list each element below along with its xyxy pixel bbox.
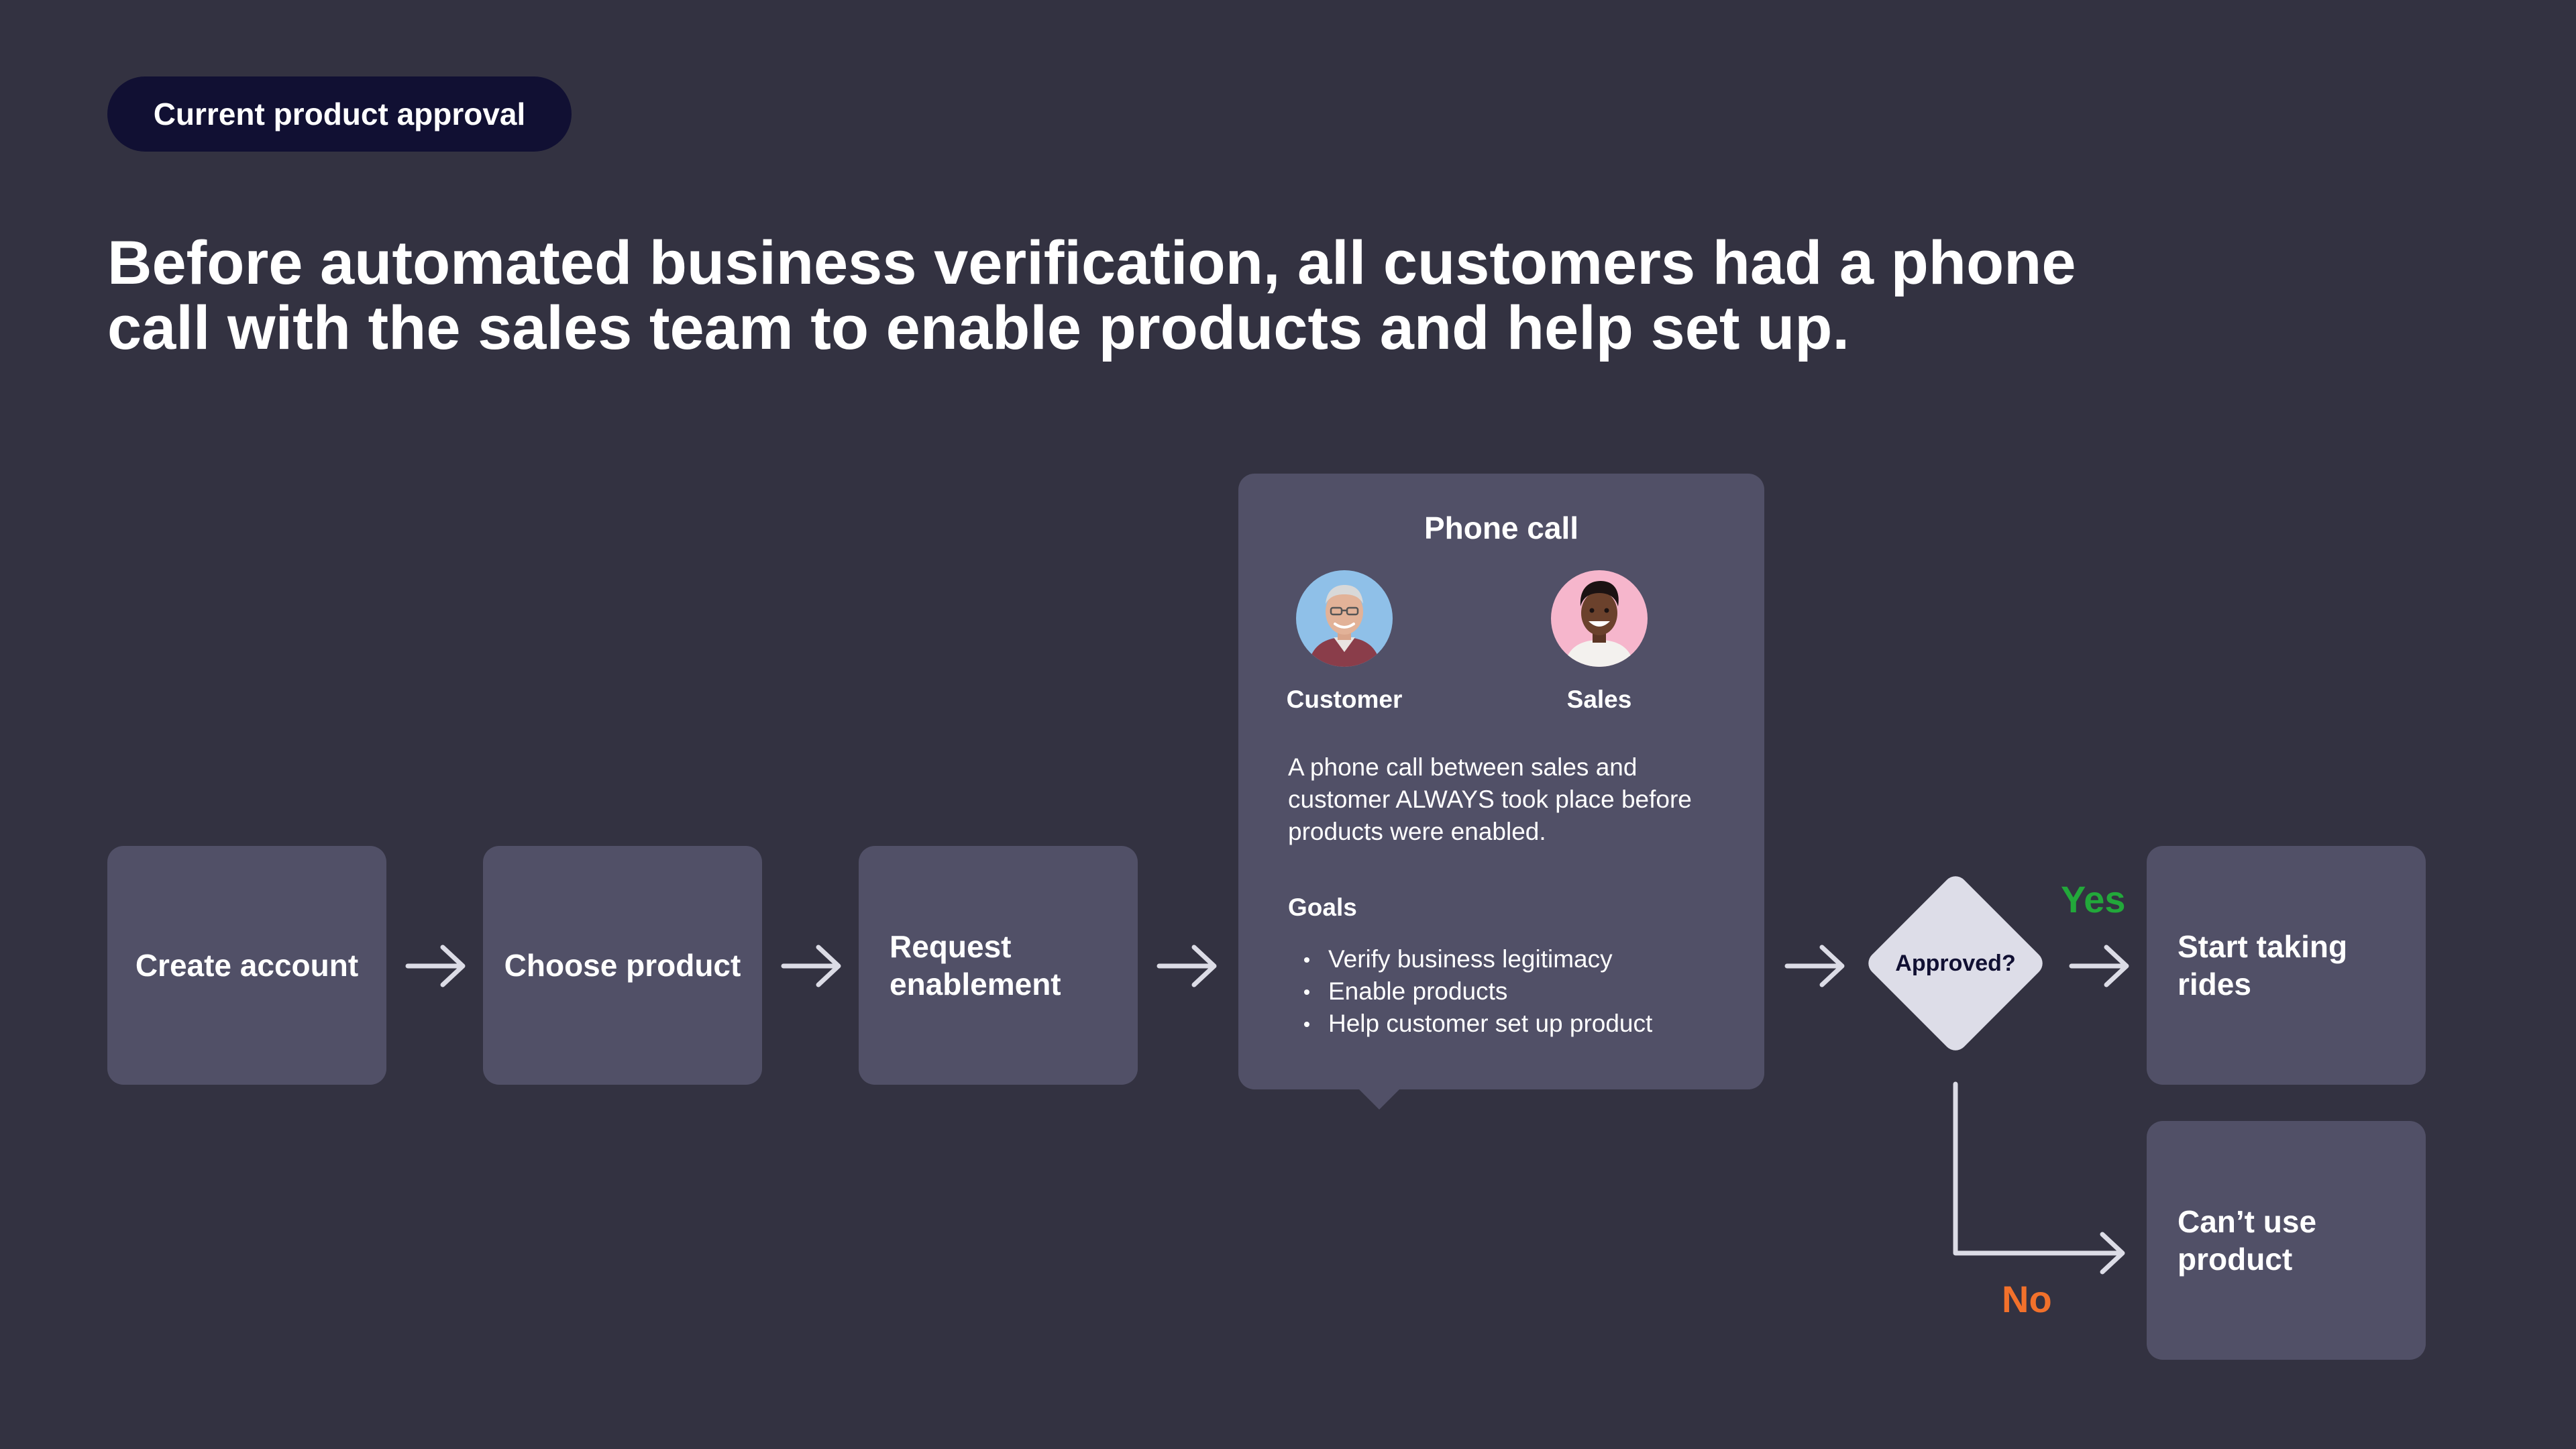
- goals-title: Goals: [1288, 894, 1357, 921]
- goal-item: Verify business legitimacy: [1288, 943, 1652, 975]
- yes-label: Yes: [2061, 878, 2126, 920]
- step-request-enablement: Request enablement: [859, 846, 1138, 1085]
- customer-avatar-icon: [1296, 570, 1393, 667]
- section-tag-label: Current product approval: [153, 97, 526, 131]
- phone-call-card: Phone call Customer Sales A phon: [1238, 474, 1764, 1089]
- outcome-cant-use-product: Can’t use product: [2147, 1121, 2426, 1360]
- headline-line-2: call with the sales team to enable produ…: [107, 294, 1850, 362]
- step-create-account-label: Create account: [135, 948, 359, 983]
- outcome-cant-use-product-line-2: product: [2178, 1242, 2293, 1277]
- customer-avatar: [1296, 570, 1393, 667]
- phone-call-title: Phone call: [1424, 511, 1579, 545]
- headline-line-1: Before automated business verification, …: [107, 229, 2076, 297]
- goals-list: Verify business legitimacy Enable produc…: [1288, 943, 1652, 1040]
- arrow-right-icon: [781, 945, 841, 987]
- phone-call-card-pointer: [1354, 1084, 1405, 1110]
- step-request-enablement-line-2: enablement: [890, 967, 1061, 1002]
- outcome-cant-use-product-line-1: Can’t use: [2178, 1204, 2317, 1239]
- step-create-account: Create account: [107, 846, 386, 1085]
- outcome-start-taking-rides-line-1: Start taking: [2178, 929, 2348, 964]
- phone-call-description: A phone call between sales and customer …: [1288, 753, 1692, 845]
- arrow-down-right-icon: [1953, 1081, 2125, 1275]
- goal-item: Enable products: [1288, 975, 1652, 1008]
- decision-label: Approved?: [1895, 951, 2016, 976]
- arrow-right-icon: [405, 945, 466, 987]
- arrow-right-icon: [1784, 945, 1845, 987]
- goal-item: Help customer set up product: [1288, 1008, 1652, 1040]
- sales-label: Sales: [1566, 686, 1632, 713]
- step-choose-product-label: Choose product: [504, 948, 741, 983]
- arrow-right-icon: [1157, 945, 1217, 987]
- arrow-right-icon: [2069, 945, 2129, 987]
- sales-avatar-icon: [1551, 570, 1648, 667]
- headline: Before automated business verification, …: [107, 231, 2254, 361]
- customer-label: Customer: [1286, 686, 1403, 713]
- section-tag: Current product approval: [107, 76, 572, 152]
- step-choose-product: Choose product: [483, 846, 762, 1085]
- no-label: No: [2002, 1278, 2052, 1320]
- outcome-start-taking-rides-line-2: rides: [2178, 967, 2251, 1002]
- sales-avatar: [1551, 570, 1648, 667]
- step-request-enablement-line-1: Request: [890, 929, 1012, 964]
- outcome-start-taking-rides: Start taking rides: [2147, 846, 2426, 1085]
